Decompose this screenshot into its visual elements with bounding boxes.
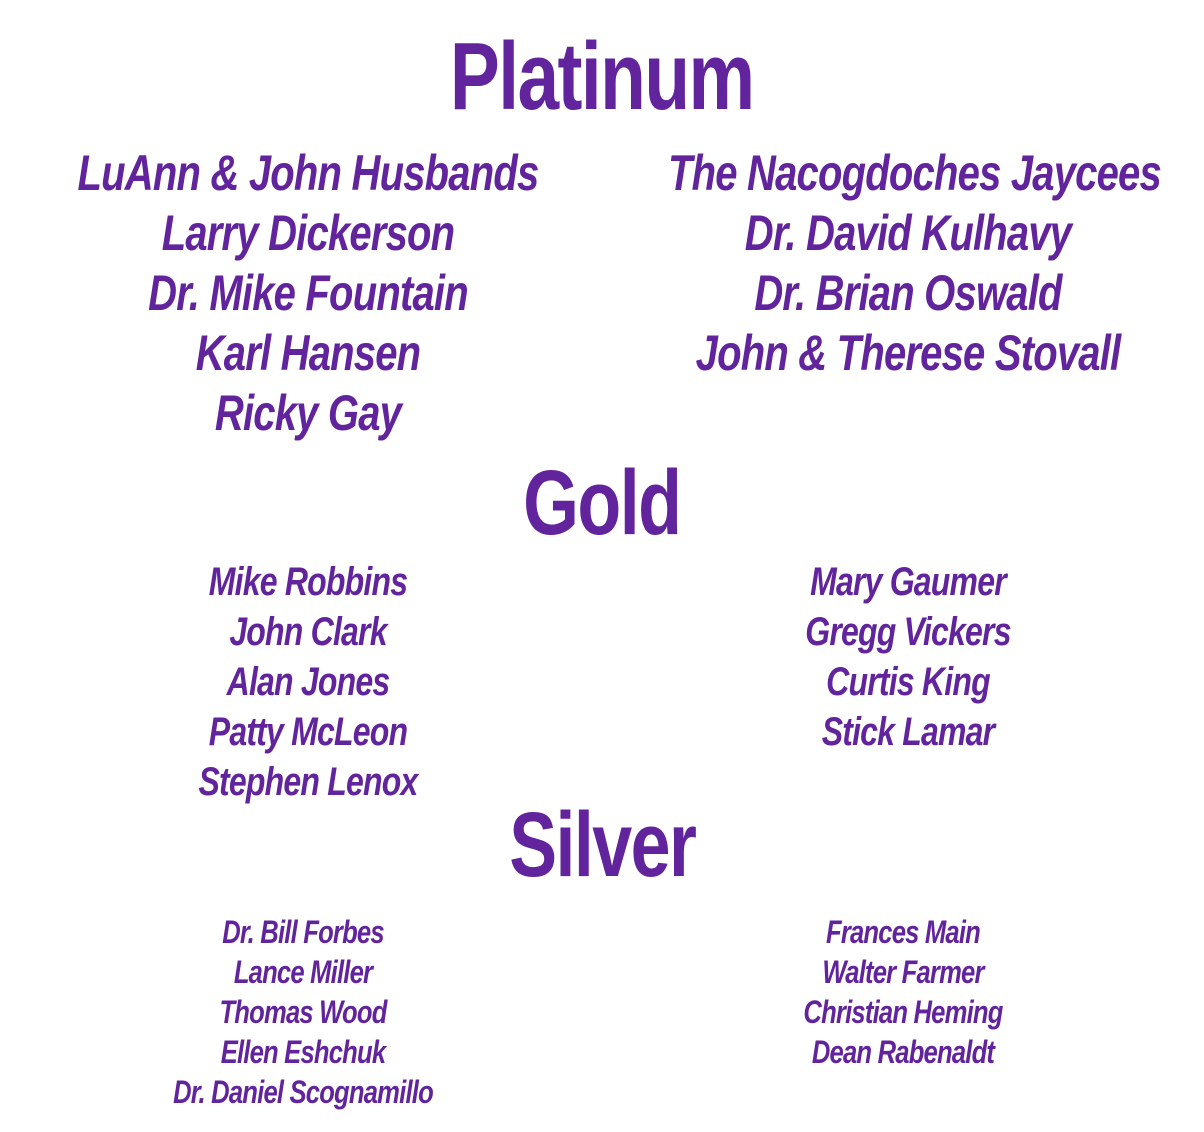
sponsor-name: Walter Farmer: [822, 954, 984, 990]
sponsor-name: Ricky Gay: [214, 385, 402, 441]
platinum-right-list: The Nacogdoches Jaycees Dr. David Kulhav…: [608, 143, 1204, 383]
sponsor-name: Dr. David Kulhavy: [744, 205, 1072, 261]
gold-heading: Gold: [523, 452, 682, 554]
silver-heading: Silver: [508, 794, 697, 896]
sponsor-name: Stick Lamar: [821, 710, 995, 754]
sponsor-name: Dr. Mike Fountain: [148, 265, 469, 321]
sponsor-name: Patty McLeon: [208, 710, 408, 754]
sponsor-name: Curtis King: [826, 660, 990, 704]
sponsor-name: Larry Dickerson: [161, 205, 455, 261]
sponsor-name: Thomas Wood: [219, 994, 387, 1030]
platinum-heading: Platinum: [450, 23, 755, 130]
silver-left-list: Dr. Bill Forbes Lance Miller Thomas Wood…: [3, 912, 603, 1112]
sponsor-name: Dr. Brian Oswald: [754, 265, 1062, 321]
sponsor-name: Christian Heming: [803, 994, 1003, 1030]
sponsor-name: Dean Rabenaldt: [811, 1034, 995, 1070]
sponsor-name: Mary Gaumer: [810, 560, 1007, 604]
sponsor-name: John & Therese Stovall: [695, 325, 1122, 381]
sponsor-name: Mike Robbins: [208, 560, 408, 604]
sponsor-name: Alan Jones: [226, 660, 391, 704]
platinum-left-list: LuAnn & John Husbands Larry Dickerson Dr…: [8, 143, 608, 443]
gold-left-list: Mike Robbins John Clark Alan Jones Patty…: [8, 557, 608, 807]
sponsor-name: Lance Miller: [233, 954, 373, 990]
sponsor-name: Gregg Vickers: [805, 610, 1011, 654]
sponsor-name: Karl Hansen: [195, 325, 421, 381]
sponsor-name: Dr. Bill Forbes: [222, 914, 384, 950]
sponsor-name: The Nacogdoches Jaycees: [668, 145, 1162, 201]
sponsor-name: LuAnn & John Husbands: [77, 145, 540, 201]
sponsor-name: John Clark: [229, 610, 387, 654]
sponsor-name: Ellen Eshchuk: [220, 1034, 386, 1070]
sponsor-name: Stephen Lenox: [198, 760, 419, 804]
sponsor-name: Frances Main: [825, 914, 981, 950]
silver-right-list: Frances Main Walter Farmer Christian Hem…: [603, 912, 1203, 1072]
sponsor-name: Dr. Daniel Scognamillo: [173, 1074, 434, 1110]
gold-right-list: Mary Gaumer Gregg Vickers Curtis King St…: [608, 557, 1204, 757]
